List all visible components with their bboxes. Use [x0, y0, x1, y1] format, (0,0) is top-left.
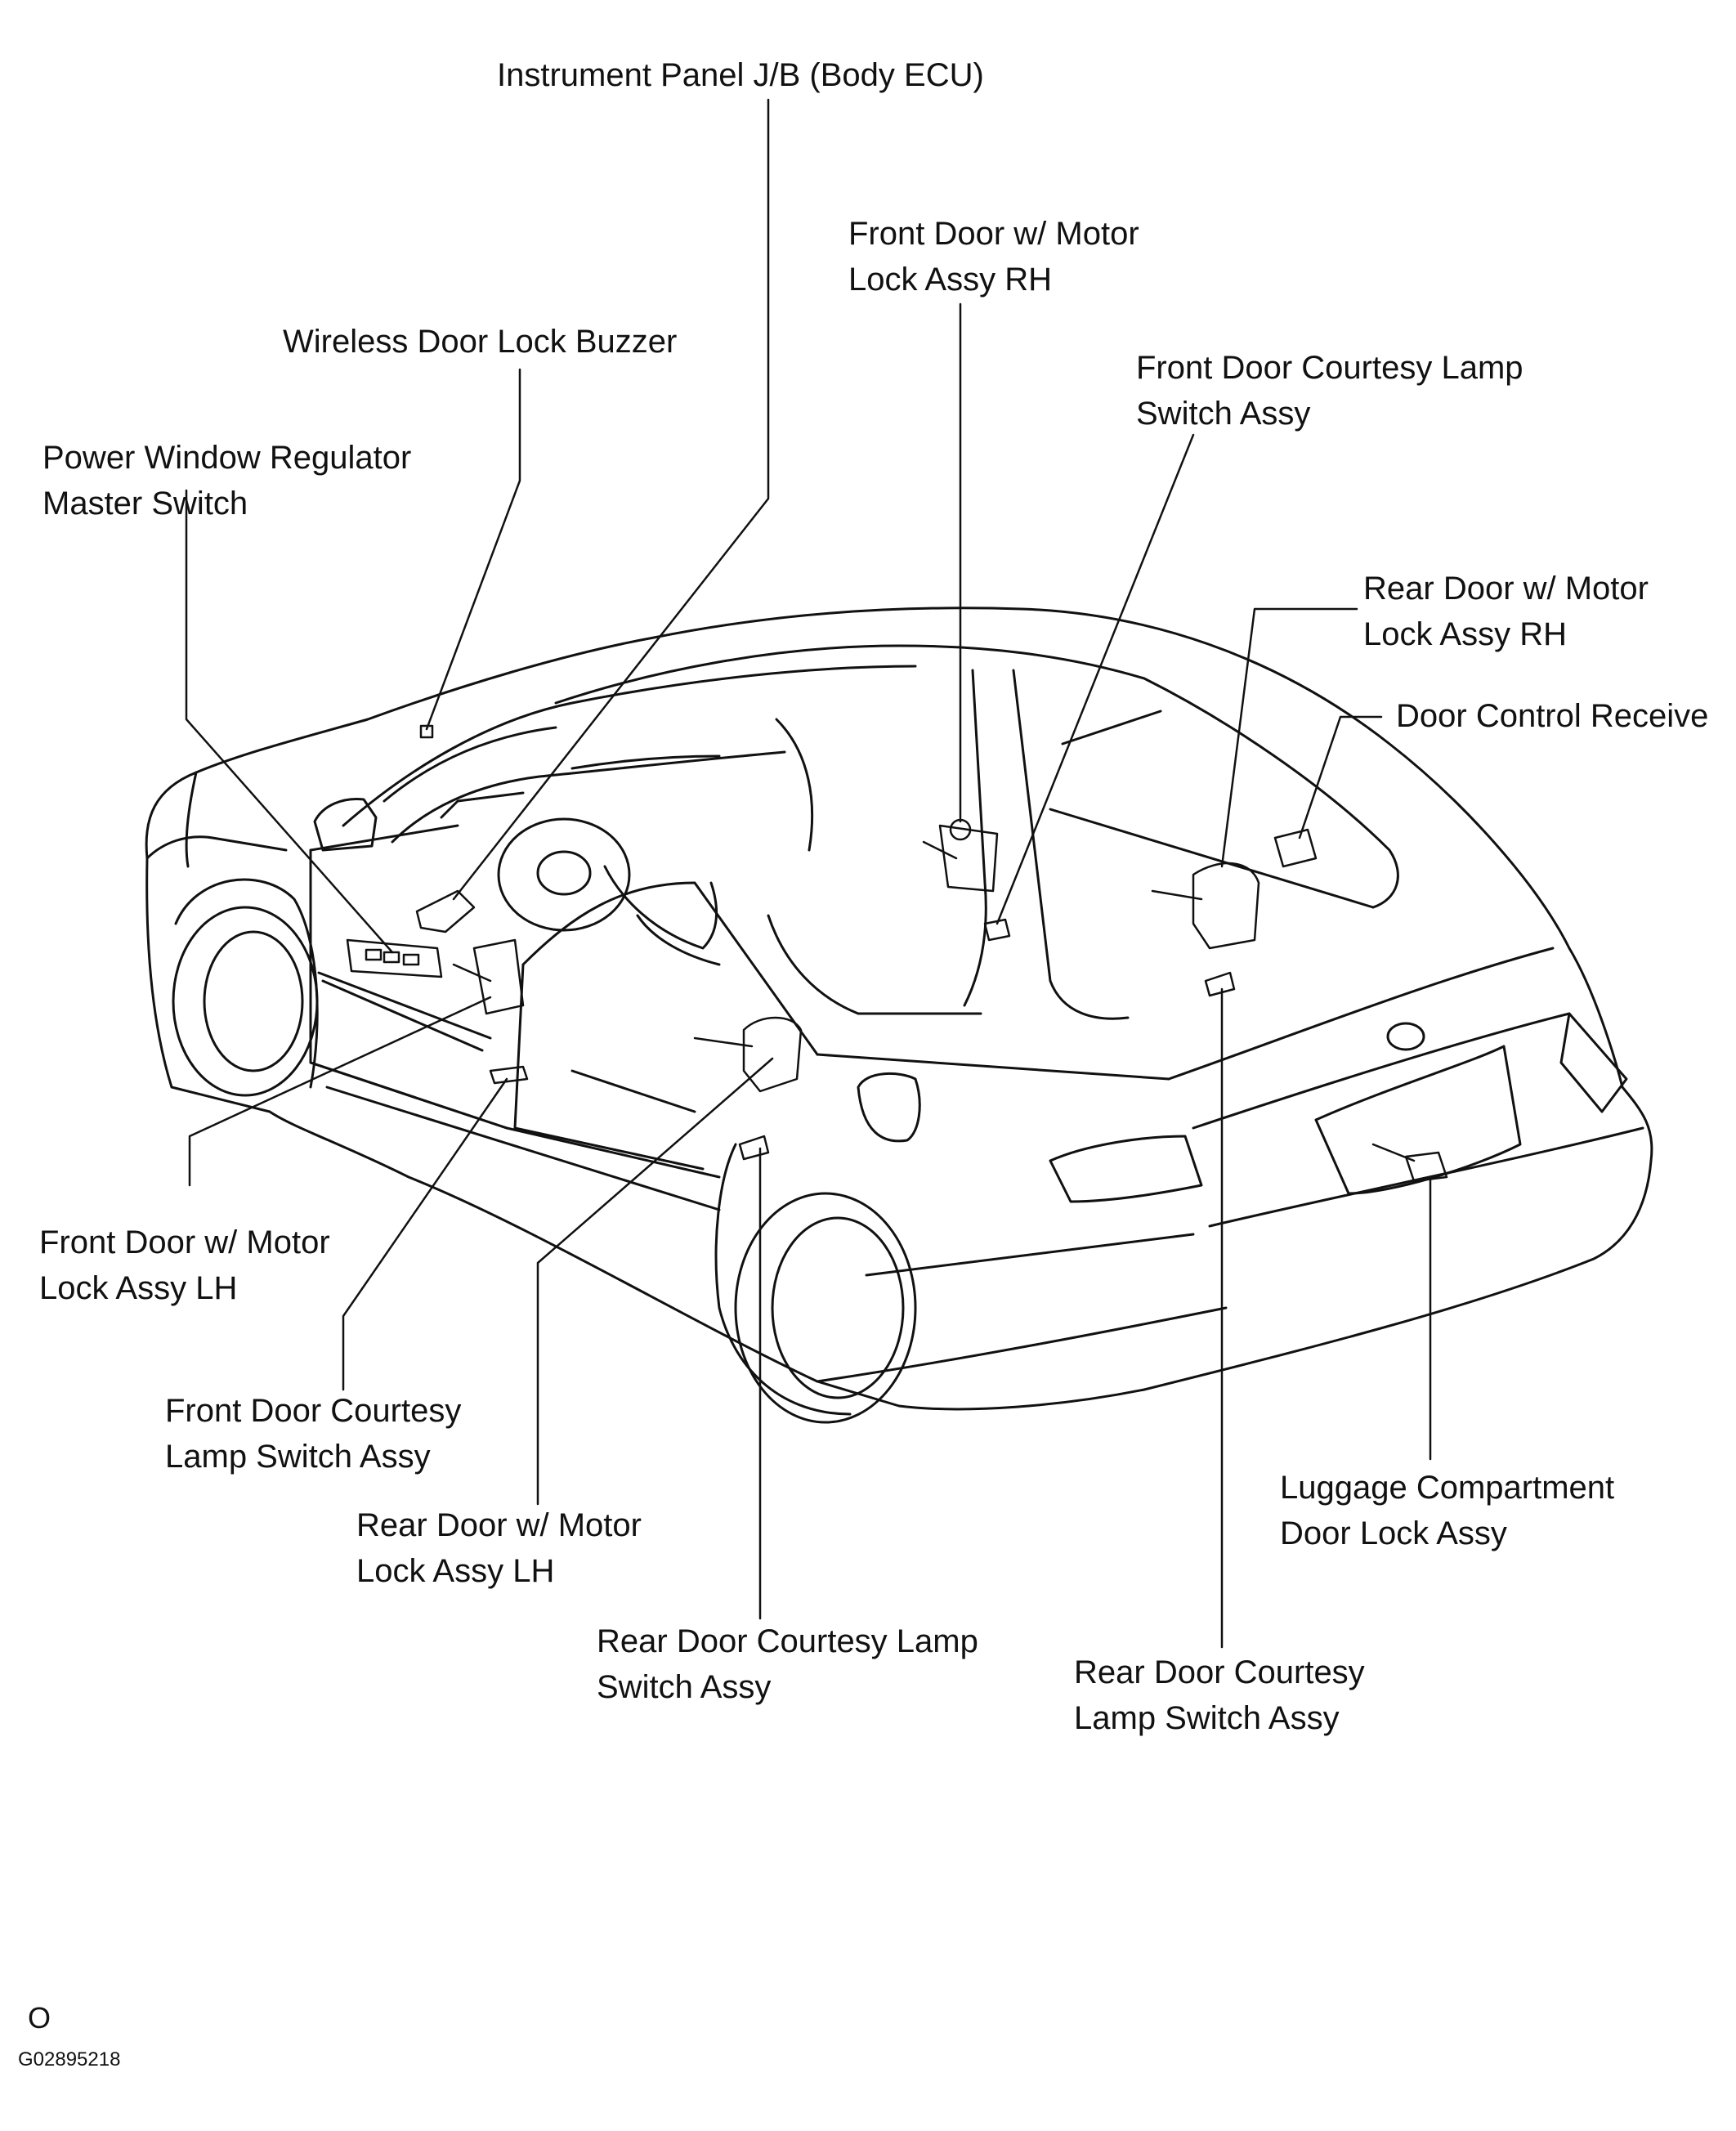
leader-rear-door-lock-rh — [1220, 607, 1358, 868]
car-body-outline — [145, 607, 1653, 1424]
component-glyphs — [346, 724, 1448, 1183]
leader-front-door-lock-lh — [188, 996, 492, 1187]
label-rear-door-courtesy-lamp-rh: Rear Door Courtesy Lamp Switch Assy — [1074, 1654, 1365, 1736]
label-front-door-courtesy-lamp-rh: Front Door Courtesy Lamp Switch Assy — [1136, 350, 1523, 432]
figure-code: G02895218 — [18, 2048, 121, 2071]
label-wireless-door-lock-buzzer: Wireless Door Lock Buzzer — [283, 324, 678, 360]
label-rear-door-motor-lock-lh: Rear Door w/ Motor Lock Assy LH — [356, 1507, 642, 1589]
leader-rear-door-lock-lh — [536, 1057, 774, 1506]
leader-front-courtesy-lh — [342, 1077, 508, 1391]
leader-front-courtesy-rh — [996, 433, 1195, 925]
label-front-door-courtesy-lamp-lh: Front Door Courtesy Lamp Switch Assy — [165, 1393, 462, 1475]
leader-instrument-panel-jb — [452, 98, 770, 901]
label-front-door-motor-lock-rh: Front Door w/ Motor Lock Assy RH — [848, 216, 1139, 298]
label-front-door-motor-lock-lh: Front Door w/ Motor Lock Assy LH — [39, 1224, 330, 1306]
label-rear-door-motor-lock-rh: Rear Door w/ Motor Lock Assy RH — [1363, 571, 1649, 652]
label-door-control-receiver: Door Control Receive — [1396, 698, 1709, 734]
label-rear-door-courtesy-lamp-lh: Rear Door Courtesy Lamp Switch Assy — [597, 1623, 978, 1705]
footer-mark: O — [28, 2001, 51, 2035]
label-power-window-master-switch: Power Window Regulator Master Switch — [43, 440, 412, 522]
leader-lines — [185, 98, 1432, 1649]
leader-door-control-receiver — [1298, 715, 1383, 839]
leader-wireless-buzzer — [425, 368, 521, 731]
label-luggage-compartment-door-lock: Luggage Compartment Door Lock Assy — [1280, 1470, 1615, 1551]
leader-power-window-switch — [185, 489, 394, 954]
label-instrument-panel-jb: Instrument Panel J/B (Body ECU) — [497, 57, 984, 93]
